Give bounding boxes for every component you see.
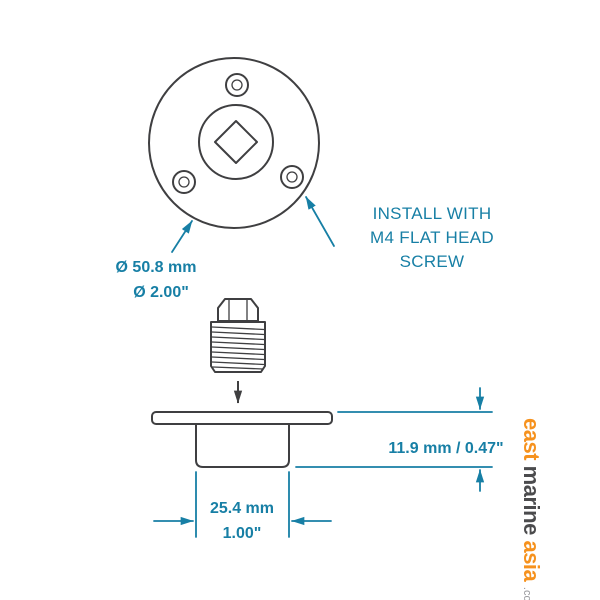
install-note-line2: M4 FLAT HEAD bbox=[370, 228, 494, 247]
width-label-mm: 25.4 mm bbox=[210, 500, 274, 517]
flange-plate-profile bbox=[151, 411, 333, 425]
square-drive-recess bbox=[214, 120, 258, 164]
diameter-label-in: Ø 2.00" bbox=[133, 284, 189, 301]
install-note-line1: INSTALL WITH bbox=[373, 204, 492, 223]
watermark-logo: east marine asia .com bbox=[519, 418, 544, 600]
screw-hole-right bbox=[280, 165, 304, 189]
install-note: INSTALL WITH M4 FLAT HEAD SCREW bbox=[305, 196, 494, 271]
plug-thread-body bbox=[210, 321, 266, 373]
diameter-dimension: Ø 50.8 mm Ø 2.00" bbox=[116, 220, 197, 301]
diameter-label-mm: Ø 50.8 mm bbox=[116, 259, 197, 276]
width-label-in: 1.00" bbox=[223, 525, 262, 542]
watermark-marine: marine bbox=[519, 466, 544, 535]
width-dimension: 25.4 mm 1.00" bbox=[153, 471, 332, 542]
top-view-flange bbox=[148, 57, 320, 229]
watermark-asia: asia bbox=[519, 540, 544, 582]
thread-lines bbox=[211, 326, 265, 370]
height-dimension: 11.9 mm / 0.47" bbox=[295, 387, 504, 492]
install-note-leader-arrow bbox=[305, 196, 335, 247]
screw-hole-left bbox=[172, 170, 196, 194]
plug-hex-head bbox=[217, 298, 259, 322]
height-label: 11.9 mm / 0.47" bbox=[388, 440, 503, 457]
threaded-drain-plug bbox=[210, 298, 266, 404]
flange-outer-circle bbox=[148, 57, 320, 229]
watermark-text: east marine asia .com bbox=[519, 418, 544, 600]
watermark-tld: .com bbox=[521, 587, 533, 600]
side-view-flange bbox=[151, 411, 333, 468]
diameter-leader-arrow bbox=[171, 220, 193, 253]
flange-boss-profile bbox=[195, 423, 290, 468]
flange-center-bore-circle bbox=[198, 104, 274, 180]
screw-hole-top bbox=[225, 73, 249, 97]
install-note-line3: SCREW bbox=[400, 252, 465, 271]
watermark-east: east bbox=[519, 418, 544, 461]
